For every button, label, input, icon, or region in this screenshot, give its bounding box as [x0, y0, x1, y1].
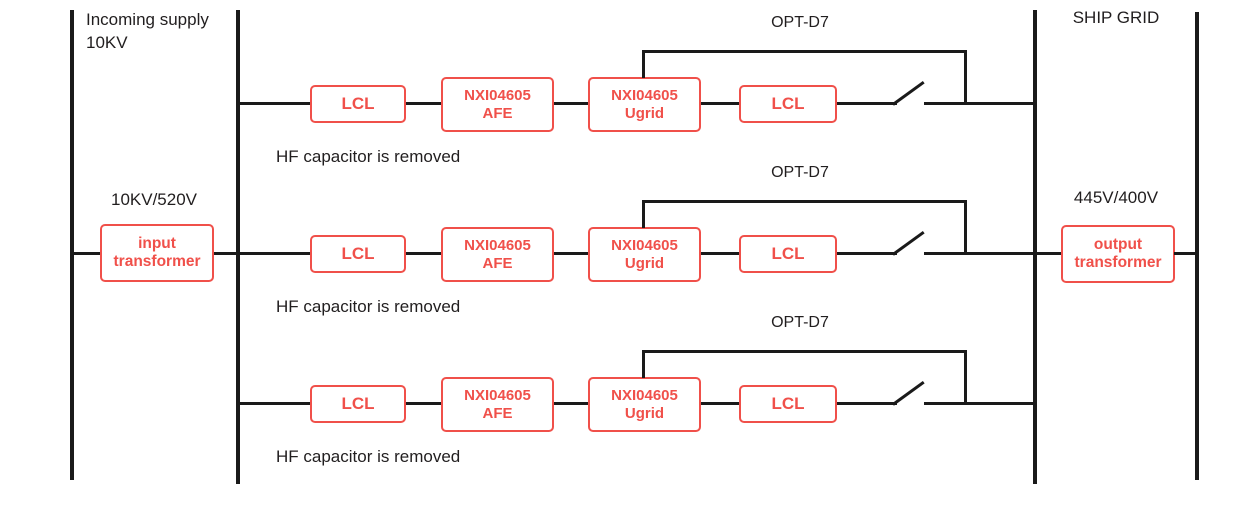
ugrid-to-lcl-line	[701, 402, 739, 405]
breaker-switch-blade	[892, 80, 925, 106]
ship-grid-bus	[1033, 10, 1037, 484]
hf-capacitor-caption: HF capacitor is removed	[276, 297, 461, 316]
input-transformer-to-bus-line	[214, 252, 238, 255]
afe-converter-box: NXI04605 AFE	[441, 77, 554, 132]
afe-to-ugrid-line	[554, 102, 588, 105]
input-transformer-box: input transformer	[100, 224, 214, 282]
lcl-to-switch-line	[837, 402, 897, 405]
bus-to-lcl-line	[240, 402, 310, 405]
output-ratio-label: 445V/400V	[1073, 188, 1159, 207]
ugrid-to-lcl-line	[701, 252, 739, 255]
lcl-output-filter-box: LCL	[739, 85, 837, 123]
ugrid-converter-box: NXI04605 Ugrid	[588, 227, 701, 282]
ugrid-label-line1: NXI04605	[611, 236, 678, 254]
ugrid-label-line2: Ugrid	[624, 404, 665, 422]
output-transformer-to-grid-line	[1174, 252, 1197, 255]
lcl-label: LCL	[341, 93, 375, 113]
ship-grid-label: SHIP GRID	[1072, 8, 1160, 27]
converter-row-3: OPT-D7 LCL NXI04605 AFE NXI04605 Ugrid L…	[0, 300, 1238, 466]
opt-d7-bypass-drop	[964, 350, 967, 405]
lcl-output-filter-box: LCL	[739, 385, 837, 423]
afe-label-line2: AFE	[482, 254, 513, 272]
incoming-supply-label-line1: Incoming supply	[86, 10, 209, 29]
incoming-supply-label: Incoming supply 10KV	[86, 8, 209, 54]
incoming-supply-line	[70, 10, 74, 480]
lcl-to-switch-line	[837, 102, 897, 105]
switch-to-bus-line	[924, 252, 1036, 255]
opt-d7-bypass-riser	[642, 350, 645, 378]
breaker-switch-blade	[892, 380, 925, 406]
lcl-to-switch-line	[837, 252, 897, 255]
ugrid-label-line2: Ugrid	[624, 254, 665, 272]
opt-d7-bypass-drop	[964, 50, 967, 105]
ugrid-converter-box: NXI04605 Ugrid	[588, 377, 701, 432]
afe-to-ugrid-line	[554, 252, 588, 255]
incoming-bus	[236, 10, 240, 484]
lcl-to-afe-line	[406, 402, 441, 405]
hf-capacitor-caption: HF capacitor is removed	[276, 147, 461, 166]
lcl-label: LCL	[341, 243, 375, 263]
bus-to-lcl-line	[240, 102, 310, 105]
opt-d7-label: OPT-D7	[771, 314, 829, 331]
output-transformer-label-line1: output	[1093, 235, 1143, 253]
lcl-label: LCL	[771, 243, 805, 263]
opt-d7-bypass-line	[642, 350, 967, 353]
lcl-output-filter-box: LCL	[739, 235, 837, 273]
opt-d7-bypass-line	[642, 50, 967, 53]
lcl-label: LCL	[771, 393, 805, 413]
converter-row-2: OPT-D7 LCL NXI04605 AFE NXI04605 Ugrid L…	[0, 150, 1238, 316]
lcl-input-filter-box: LCL	[310, 385, 406, 423]
afe-label-line1: NXI04605	[464, 236, 531, 254]
bus-to-output-transformer-line	[1036, 252, 1062, 255]
ship-grid-line	[1195, 12, 1199, 480]
afe-label-line2: AFE	[482, 104, 513, 122]
afe-converter-box: NXI04605 AFE	[441, 227, 554, 282]
input-transformer-label-line2: transformer	[113, 253, 201, 270]
ugrid-label-line2: Ugrid	[624, 104, 665, 122]
lcl-to-afe-line	[406, 102, 441, 105]
lcl-label: LCL	[771, 93, 805, 113]
converter-row-1: OPT-D7 LCL NXI04605 AFE NXI04605 Ugrid L…	[0, 0, 1238, 166]
bus-to-lcl-line	[240, 252, 310, 255]
ugrid-converter-box: NXI04605 Ugrid	[588, 77, 701, 132]
afe-to-ugrid-line	[554, 402, 588, 405]
opt-d7-label: OPT-D7	[771, 14, 829, 31]
lcl-input-filter-box: LCL	[310, 235, 406, 273]
ugrid-to-lcl-line	[701, 102, 739, 105]
breaker-switch-blade	[892, 230, 925, 256]
lcl-label: LCL	[341, 393, 375, 413]
opt-d7-bypass-line	[642, 200, 967, 203]
opt-d7-bypass-drop	[964, 200, 967, 255]
switch-to-bus-line	[924, 102, 1036, 105]
opt-d7-label: OPT-D7	[771, 164, 829, 181]
afe-label-line2: AFE	[482, 404, 513, 422]
input-transformer-label-line1: input	[138, 234, 176, 252]
afe-label-line1: NXI04605	[464, 86, 531, 104]
switch-to-bus-line	[924, 402, 1036, 405]
lcl-input-filter-box: LCL	[310, 85, 406, 123]
supply-to-input-transformer-line	[74, 252, 100, 255]
incoming-supply-label-line2: 10KV	[86, 33, 128, 52]
opt-d7-bypass-riser	[642, 200, 645, 228]
lcl-to-afe-line	[406, 252, 441, 255]
output-transformer-box: output transformer	[1061, 225, 1175, 283]
opt-d7-bypass-riser	[642, 50, 645, 78]
input-ratio-label: 10KV/520V	[110, 190, 197, 209]
ugrid-label-line1: NXI04605	[611, 386, 678, 404]
output-transformer-label-line2: transformer	[1074, 254, 1162, 271]
ugrid-label-line1: NXI04605	[611, 86, 678, 104]
afe-label-line1: NXI04605	[464, 386, 531, 404]
hf-capacitor-caption: HF capacitor is removed	[276, 447, 461, 466]
afe-converter-box: NXI04605 AFE	[441, 377, 554, 432]
